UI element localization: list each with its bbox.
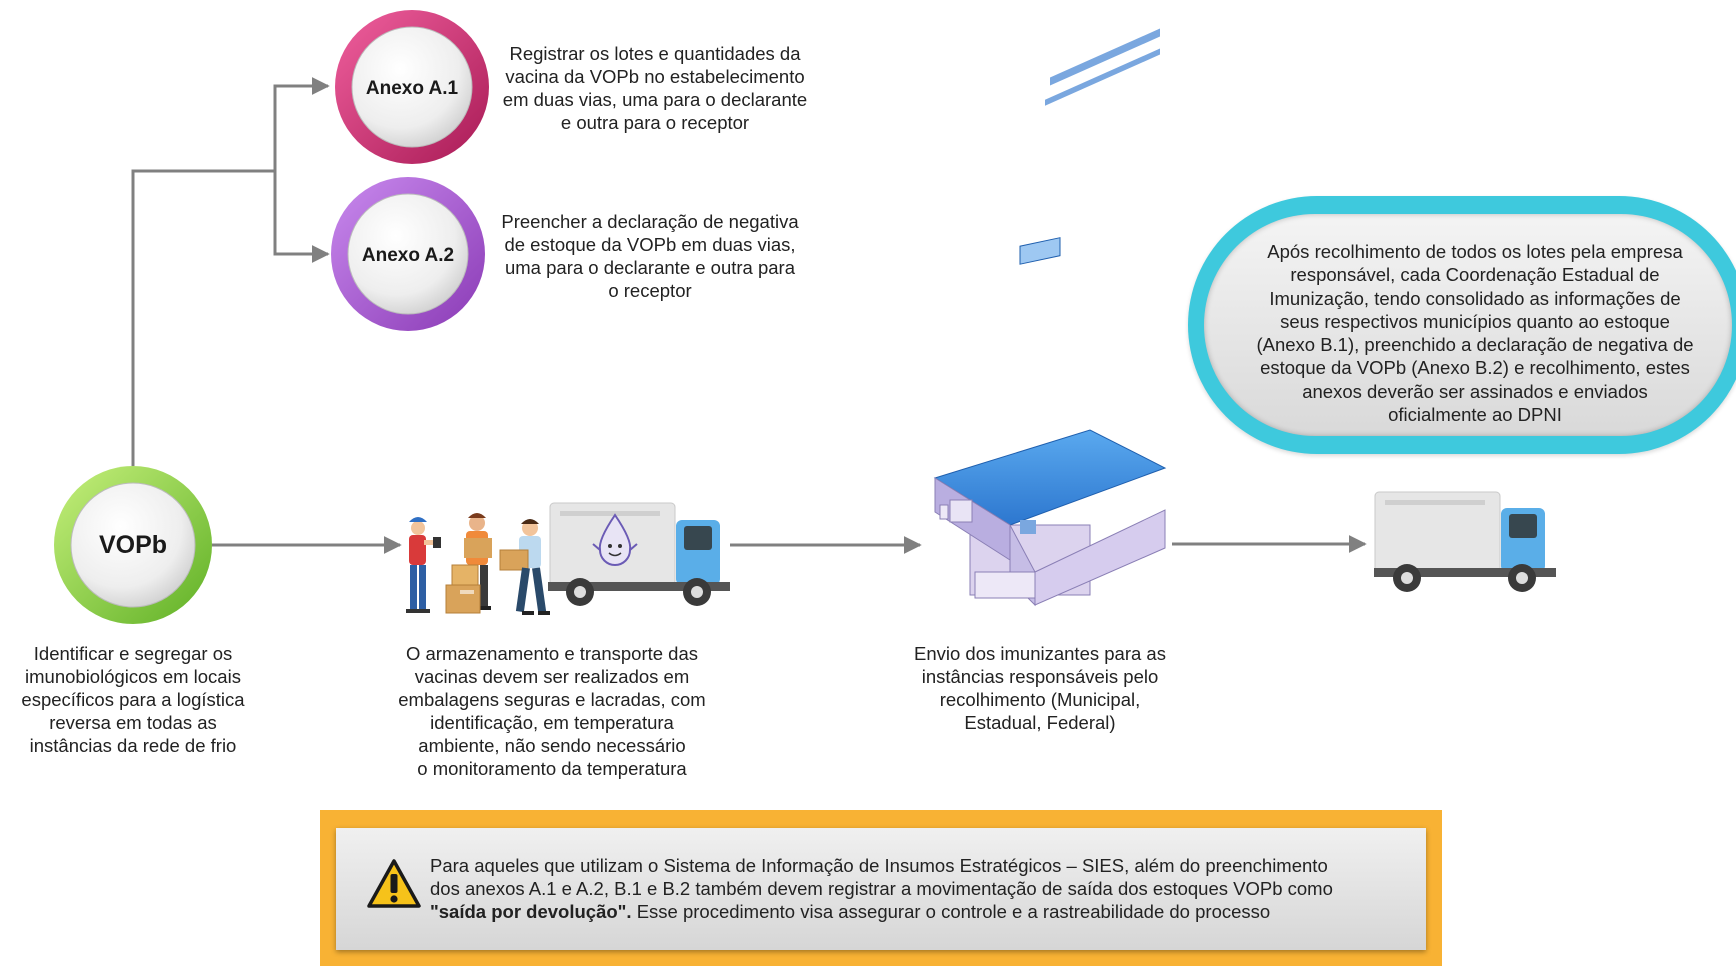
anexo-a2-description: Preencher a declaração de negativa de es… — [480, 210, 820, 302]
transport-description: O armazenamento e transporte das vacinas… — [372, 642, 732, 780]
warning-icon — [367, 859, 421, 908]
anexo-a2-description-line: de estoque da VOPb em duas vias, — [504, 234, 796, 255]
final-step-description-line: anexos deverão ser assinados e enviados — [1302, 380, 1648, 402]
sies-note-bold: "saída por devolução". — [430, 901, 632, 922]
anexo-a2-node: Anexo A.2 — [331, 177, 485, 331]
final-step-description: Após recolhimento de todos os lotes pela… — [1225, 240, 1725, 426]
sies-note-line: "saída por devolução". Esse procedimento… — [430, 900, 1410, 923]
warehouse-description-line: Envio dos imunizantes para as — [914, 643, 1166, 664]
warehouse-icon — [933, 28, 1167, 607]
final-step-pill — [1188, 196, 1736, 454]
vopb-node: VOPb — [54, 466, 212, 624]
transport-description-line: o monitoramento da temperatura — [417, 758, 687, 779]
anexo-a1-description: Registrar os lotes e quantidades da vaci… — [485, 42, 825, 134]
delivery-truck-icon — [1374, 491, 1556, 592]
vopb-description: Identificar e segregar os imunobiológico… — [0, 642, 266, 757]
connector-to-anexo-a1 — [273, 77, 330, 171]
sies-note-line: dos anexos A.1 e A.2, B.1 e B.2 também d… — [430, 878, 1333, 899]
anexo-a2-label: Anexo A.2 — [362, 245, 454, 266]
anexo-a1-description-line: Registrar os lotes e quantidades da — [509, 43, 801, 64]
vopb-description-line: específicos para a logística — [21, 689, 245, 710]
anexo-a2-description-line: uma para o declarante e outra para — [504, 257, 796, 278]
connector-vopb-up — [131, 169, 220, 466]
connector-to-anexo-a2 — [273, 171, 330, 263]
vopb-description-line: reversa em todas as — [49, 712, 217, 733]
sies-note-inner: Para aqueles que utilizam o Sistema de I… — [336, 828, 1426, 950]
delivery-truck-with-mascot-icon — [548, 502, 730, 606]
warehouse-description-line: Estadual, Federal) — [964, 712, 1116, 733]
transport-description-line: ambiente, não sendo necessário — [418, 735, 686, 756]
final-step-description-line: (Anexo B.1), preenchido a declaração de … — [1256, 334, 1694, 356]
anexo-a1-label: Anexo A.1 — [366, 78, 459, 99]
anexo-a1-description-line: e outra para o receptor — [560, 112, 750, 133]
final-step-description-line: Após recolhimento de todos os lotes pela… — [1267, 241, 1683, 262]
vopb-description-line: imunobiológicos em locais — [25, 666, 241, 687]
warehouse-description: Envio dos imunizantes para as instâncias… — [890, 642, 1190, 734]
sies-note-rest: Esse procedimento visa assegurar o contr… — [631, 901, 1271, 922]
anexo-a1-description-line: em duas vias, uma para o declarante — [502, 89, 808, 110]
final-step-pill-inner — [1204, 214, 1732, 436]
warehouse-description-line: recolhimento (Municipal, — [939, 689, 1141, 710]
transport-description-line: vacinas devem ser realizados em — [414, 666, 690, 687]
workers-with-boxes-icon — [406, 513, 550, 615]
vopb-label: VOPb — [99, 531, 167, 559]
transport-description-line: identificação, em temperatura — [430, 712, 674, 733]
transport-description-line: embalagens seguras e lacradas, com — [398, 689, 706, 710]
vopb-description-line: Identificar e segregar os — [33, 643, 233, 664]
anexo-a1-description-line: vacina da VOPb no estabelecimento — [505, 66, 805, 87]
sies-note-line: Para aqueles que utilizam o Sistema de I… — [430, 855, 1328, 876]
vopb-description-line: instâncias da rede de frio — [29, 735, 237, 756]
sies-note-text: Para aqueles que utilizam o Sistema de I… — [430, 854, 1410, 923]
final-step-description-line: estoque da VOPb (Anexo B.2) e recolhimen… — [1260, 357, 1690, 379]
final-step-description-line: responsável, cada Coordenação Estadual d… — [1290, 264, 1660, 286]
final-step-description-line: seus respectivos municípios quanto ao es… — [1280, 310, 1670, 332]
final-step-description-line: Imunização, tendo consolidado as informa… — [1269, 287, 1681, 309]
anexo-a2-description-line: Preencher a declaração de negativa — [501, 211, 799, 232]
warehouse-description-line: instâncias responsáveis pelo — [921, 666, 1159, 687]
final-step-description-line: oficialmente ao DPNI — [1388, 404, 1562, 426]
sies-note-box: Para aqueles que utilizam o Sistema de I… — [320, 810, 1442, 966]
transport-description-line: O armazenamento e transporte das — [405, 643, 699, 664]
connectors — [131, 77, 1367, 554]
anexo-a2-description-line: o receptor — [608, 280, 692, 301]
anexo-a1-node: Anexo A.1 — [335, 10, 489, 164]
